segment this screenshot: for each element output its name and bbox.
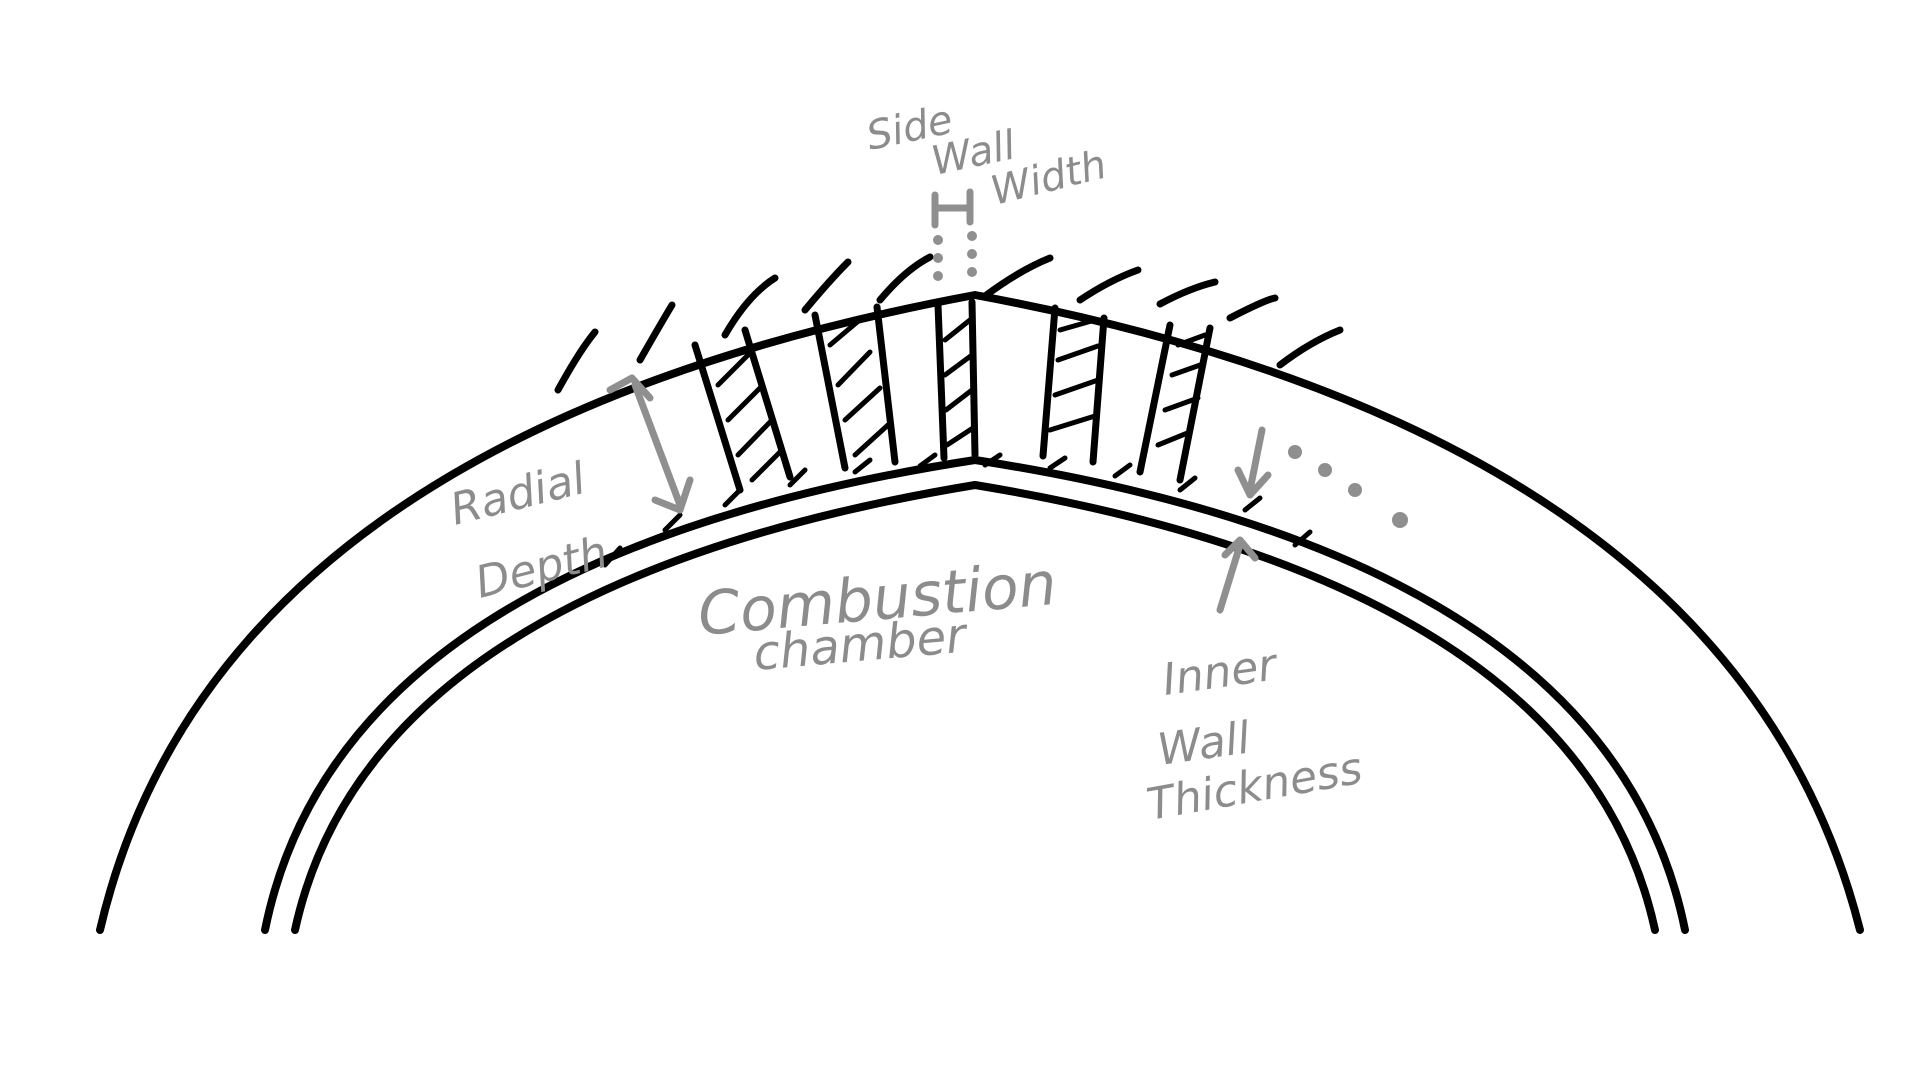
inner-wall-inner-arc [291,481,1659,934]
inner-wall-outer-arc [261,456,1689,934]
inner-wall-thickness-label-line-1: Inner [1159,639,1282,706]
outer-wall-arc [96,291,1864,934]
inner-wall-thickness-label: Inner Wall Thickness [1143,639,1366,831]
side-wall-width-dots [933,231,977,281]
side-wall-width-marker [931,188,974,229]
continuation-dots [1288,445,1408,528]
rib-hatching [715,315,1208,483]
combustion-chamber-label: Combustion chamber [695,549,1059,682]
radial-depth-arrow [606,374,694,514]
channel-walls [691,298,1214,494]
outer-hatching [554,253,1344,394]
radial-depth-label: Radial Depth [445,453,612,609]
inner-wall-thickness-arrows [1216,426,1272,614]
side-wall-width-label: Side Wall Width [863,97,1112,215]
inner-wall-hatching [602,452,1313,568]
